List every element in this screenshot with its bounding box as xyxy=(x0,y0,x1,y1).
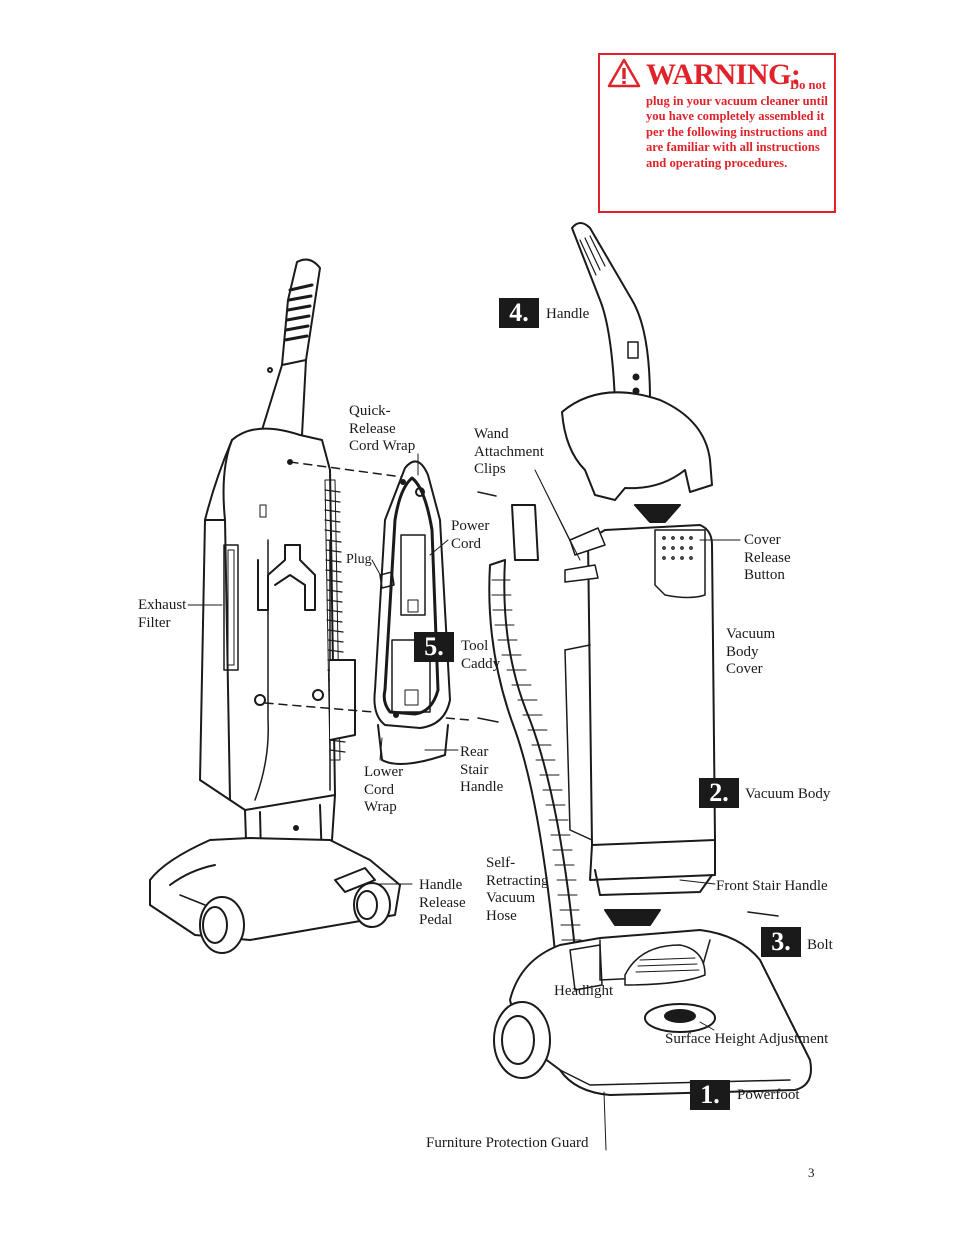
step-4-badge: 4. xyxy=(499,298,539,328)
label-self-retracting-vacuum-hose: Self- Retracting Vacuum Hose xyxy=(486,855,549,924)
label-rear-stair-handle: Rear Stair Handle xyxy=(460,744,504,795)
step-2-badge: 2. xyxy=(699,778,739,808)
warning-triangle-icon xyxy=(607,58,641,88)
label-vacuum-body-cover: Vacuum Body Cover xyxy=(726,626,776,677)
label-bolt: Bolt xyxy=(807,937,833,953)
label-handle-release-pedal: Handle Release Pedal xyxy=(419,877,466,928)
step-1-badge: 1. xyxy=(690,1080,730,1110)
label-powerfoot: Powerfoot xyxy=(737,1087,800,1103)
label-front-stair-handle: Front Stair Handle xyxy=(716,878,828,894)
label-cover-release-button: Cover Release Button xyxy=(744,532,791,583)
tool-caddy-drawing xyxy=(373,460,499,765)
label-quick-release-cord-wrap: Quick- Release Cord Wrap xyxy=(349,403,416,454)
front-view-vacuum xyxy=(488,222,812,1096)
step-5-badge: 5. xyxy=(414,632,454,662)
leader-lines xyxy=(187,453,741,1151)
label-furniture-protection-guard: Furniture Protection Guard xyxy=(426,1135,589,1151)
label-handle: Handle xyxy=(546,306,590,322)
warning-title: WARNING: xyxy=(646,58,801,91)
label-headlight: Headlight xyxy=(554,983,614,999)
label-exhaust-filter: Exhaust Filter xyxy=(138,597,187,631)
label-wand-attachment-clips: Wand Attachment Clips xyxy=(474,426,544,477)
rear-view-vacuum xyxy=(149,258,471,954)
warning-box xyxy=(598,53,836,213)
label-lower-cord-wrap: Lower Cord Wrap xyxy=(364,764,404,815)
label-vacuum-body: Vacuum Body xyxy=(745,786,831,802)
step-3-badge: 3. xyxy=(761,927,801,957)
warning-text: Do not plug in your vacuum cleaner until… xyxy=(646,78,828,170)
label-power-cord: Power Cord xyxy=(451,518,490,552)
label-tool-caddy: Tool Caddy xyxy=(461,638,501,672)
page-number: 3 xyxy=(808,1165,815,1180)
label-plug: Plug xyxy=(346,552,372,567)
label-surface-height-adjustment: Surface Height Adjustment xyxy=(665,1031,829,1047)
